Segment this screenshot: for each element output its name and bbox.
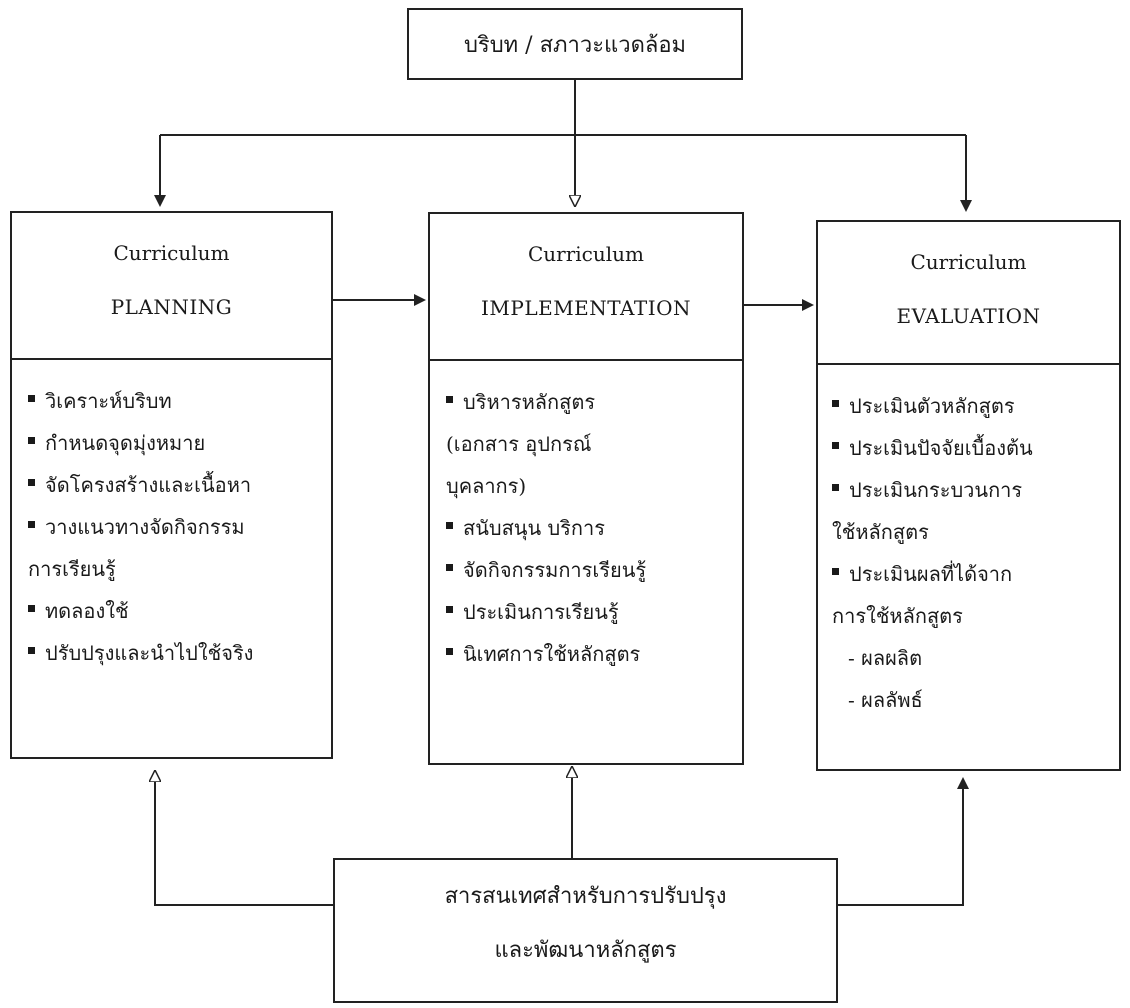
- implementation-item: ประเมินการเรียนรู้: [446, 591, 730, 633]
- implementation-body: บริหารหลักสูตร (เอกสาร อุปกรณ์ บุคลากร) …: [430, 361, 742, 675]
- evaluation-body: ประเมินตัวหลักสูตร ประเมินปัจจัยเบื้องต้…: [818, 365, 1119, 721]
- planning-item: ทดลองใช้: [28, 590, 319, 632]
- evaluation-title-line2: EVALUATION: [896, 304, 1041, 328]
- planning-item: วางแนวทางจัดกิจกรรม: [28, 506, 319, 548]
- implementation-title-line1: Curriculum: [527, 242, 645, 266]
- implementation-item: (เอกสาร อุปกรณ์: [446, 432, 592, 456]
- planning-item: การเรียนรู้: [28, 557, 116, 581]
- implementation-header: Curriculum IMPLEMENTATION: [430, 214, 742, 361]
- planning-list: วิเคราะห์บริบท กำหนดจุดมุ่งหมาย จัดโครงส…: [28, 380, 319, 674]
- evaluation-box: Curriculum EVALUATION ประเมินตัวหลักสูตร…: [816, 220, 1121, 771]
- implementation-title-line2: IMPLEMENTATION: [480, 296, 692, 320]
- context-box: บริบท / สภาวะแวดล้อม: [407, 8, 743, 80]
- planning-item: วิเคราะห์บริบท: [28, 380, 319, 422]
- implementation-list: บริหารหลักสูตร (เอกสาร อุปกรณ์ บุคลากร) …: [446, 381, 730, 675]
- feedback-to-evaluation: [838, 777, 969, 906]
- implementation-box: Curriculum IMPLEMENTATION บริหารหลักสูตร…: [428, 212, 744, 765]
- implementation-item: บุคลากร): [446, 474, 527, 498]
- evaluation-item: การใช้หลักสูตร: [832, 604, 963, 628]
- feedback-to-planning: [155, 772, 333, 906]
- evaluation-item: ประเมินปัจจัยเบื้องต้น: [832, 427, 1107, 469]
- feedback-box: สารสนเทศสำหรับการปรับปรุง และพัฒนาหลักสู…: [333, 858, 838, 1003]
- implementation-item: บริหารหลักสูตร: [446, 381, 730, 423]
- evaluation-item: - ผลผลิต: [848, 646, 923, 670]
- feedback-line1: สารสนเทศสำหรับการปรับปรุง: [444, 884, 727, 909]
- implementation-item: จัดกิจกรรมการเรียนรู้: [446, 549, 730, 591]
- feedback-line2: และพัฒนาหลักสูตร: [494, 938, 677, 963]
- evaluation-item: ใช้หลักสูตร: [832, 520, 929, 544]
- planning-box: Curriculum PLANNING วิเคราะห์บริบท กำหนด…: [10, 211, 333, 759]
- planning-title-line1: Curriculum: [113, 241, 230, 265]
- planning-item: ปรับปรุงและนำไปใช้จริง: [28, 632, 319, 674]
- evaluation-item: ประเมินตัวหลักสูตร: [832, 385, 1107, 427]
- evaluation-item: ประเมินกระบวนการ: [832, 469, 1107, 511]
- evaluation-item: ประเมินผลที่ได้จาก: [832, 553, 1107, 595]
- context-label: บริบท / สภาวะแวดล้อม: [463, 32, 687, 58]
- implementation-item: นิเทศการใช้หลักสูตร: [446, 633, 730, 675]
- evaluation-header: Curriculum EVALUATION: [818, 222, 1119, 365]
- planning-body: วิเคราะห์บริบท กำหนดจุดมุ่งหมาย จัดโครงส…: [12, 360, 331, 674]
- planning-item: กำหนดจุดมุ่งหมาย: [28, 422, 319, 464]
- evaluation-item: - ผลลัพธ์: [848, 688, 923, 712]
- evaluation-title-line1: Curriculum: [910, 250, 1027, 274]
- evaluation-list: ประเมินตัวหลักสูตร ประเมินปัจจัยเบื้องต้…: [832, 385, 1107, 721]
- planning-title-line2: PLANNING: [110, 295, 233, 319]
- planning-header: Curriculum PLANNING: [12, 213, 331, 360]
- planning-item: จัดโครงสร้างและเนื้อหา: [28, 464, 319, 506]
- implementation-item: สนับสนุน บริการ: [446, 507, 730, 549]
